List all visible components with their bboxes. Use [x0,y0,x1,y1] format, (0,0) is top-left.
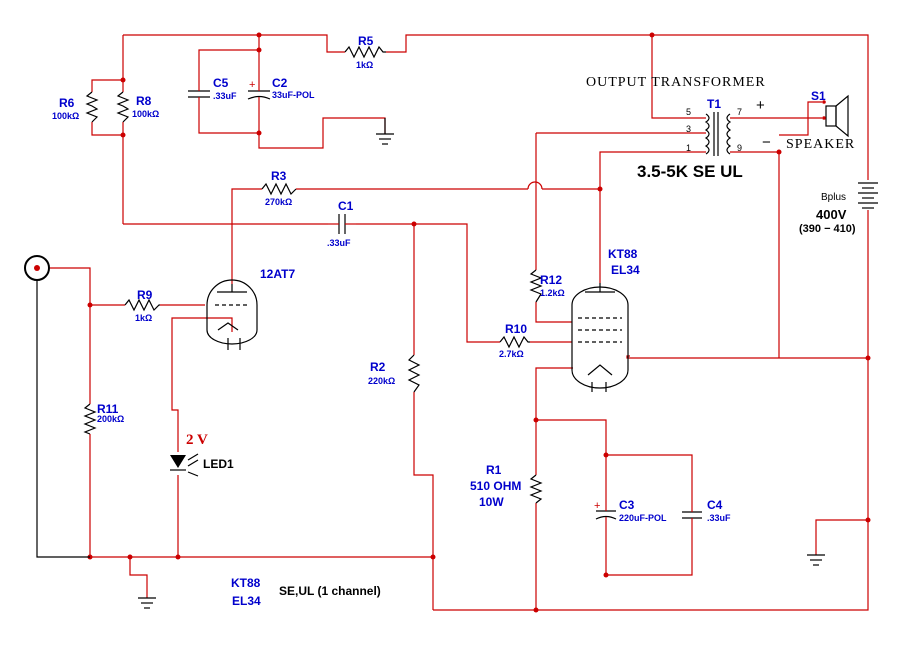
tube-12at7-label: 12AT7 [260,267,295,281]
resistor-r1-symbol [529,474,543,504]
r11-label: R11 [97,402,119,416]
c3-label: C3 [619,498,635,512]
transformer-pin-3: 3 [686,124,691,134]
ground-symbol-top [376,118,394,145]
bplus-range: (390 − 410) [799,223,856,235]
led-symbol [170,453,199,477]
tube-12at7-symbol [206,279,258,350]
transformer-title: OUTPUT TRANSFORMER [586,75,766,90]
capacitor-c4-symbol [682,500,702,528]
svg-text:+: + [249,79,255,91]
r10-label: R10 [505,322,527,336]
speaker-label: SPEAKER [786,137,855,152]
transformer-pin-7: 7 [737,107,742,117]
svg-text:+: + [594,500,600,512]
resistor-r12-symbol [529,269,543,303]
transformer-ratio: 3.5-5K SE UL [637,162,743,181]
resistor-r5-symbol [344,45,386,59]
tube-kt88-label: KT88 [608,247,638,261]
c5-label: C5 [213,76,229,90]
ground-symbol-right [807,554,825,566]
r3-value: 270kΩ [265,197,292,207]
r12-label: R12 [540,273,562,287]
footer-tube-el34: EL34 [232,594,261,608]
wires [50,34,869,611]
capacitor-c5-symbol [188,85,210,103]
resistor-r2-symbol [407,354,421,393]
r11-value: 200kΩ [97,414,124,424]
ground-symbol-left [138,597,156,609]
speaker-icon [822,94,849,138]
resistor-r8-symbol [116,91,130,123]
r10-value: 2.7kΩ [499,349,524,359]
r1-value: 510 OHM [470,479,521,493]
c5-value: .33uF [213,91,237,101]
junction-dots [87,32,871,613]
capacitor-c2-symbol: + [247,79,271,103]
r9-label: R9 [137,288,153,302]
r2-value: 220kΩ [368,376,395,386]
speaker-minus: − [762,134,771,151]
c4-value: .33uF [707,513,731,523]
bplus-label: Bplus [821,192,846,203]
battery-bplus-symbol [858,182,878,209]
transformer-t1-label: T1 [707,97,721,111]
r9-value: 1kΩ [135,313,152,323]
resistor-r10-symbol [499,335,530,349]
r6-label: R6 [59,96,75,110]
transformer-pin-5: 5 [686,107,691,117]
speaker-plus: + [756,97,765,114]
r12-value: 1.2kΩ [540,288,565,298]
c3-value: 220uF-POL [619,513,667,523]
capacitor-c3-symbol: + [594,500,617,528]
c2-value: 33uF-POL [272,90,315,100]
c1-label: C1 [338,199,354,213]
tube-el34-label: EL34 [611,263,640,277]
tube-kt88-symbol [571,283,629,392]
speaker-s1-label: S1 [811,89,826,103]
r5-value: 1kΩ [356,60,373,70]
resistor-r11-symbol [83,403,97,435]
r2-label: R2 [370,360,386,374]
resistor-r9-symbol [124,298,160,312]
footer-description: SE,UL (1 channel) [279,584,381,598]
r8-value: 100kΩ [132,109,159,119]
r5-label: R5 [358,34,374,48]
input-jack-icon [24,255,90,558]
r8-label: R8 [136,94,152,108]
transformer-t1-symbol [704,112,732,156]
c1-value: .33uF [327,238,351,248]
r1-label: R1 [486,463,502,477]
transformer-pin-9: 9 [737,143,742,153]
capacitor-c1-symbol [328,214,356,234]
transformer-pin-1: 1 [686,143,691,153]
footer-tube-kt88: KT88 [231,576,261,590]
resistor-r3-symbol [261,182,297,196]
r1-power: 10W [479,495,504,509]
resistor-r6-symbol [85,91,99,123]
led-voltage: 2 V [186,432,208,448]
bplus-voltage: 400V [816,207,847,222]
c4-label: C4 [707,498,723,512]
r3-label: R3 [271,169,287,183]
c2-label: C2 [272,76,288,90]
led-label: LED1 [203,457,234,471]
r6-value: 100kΩ [52,111,79,121]
